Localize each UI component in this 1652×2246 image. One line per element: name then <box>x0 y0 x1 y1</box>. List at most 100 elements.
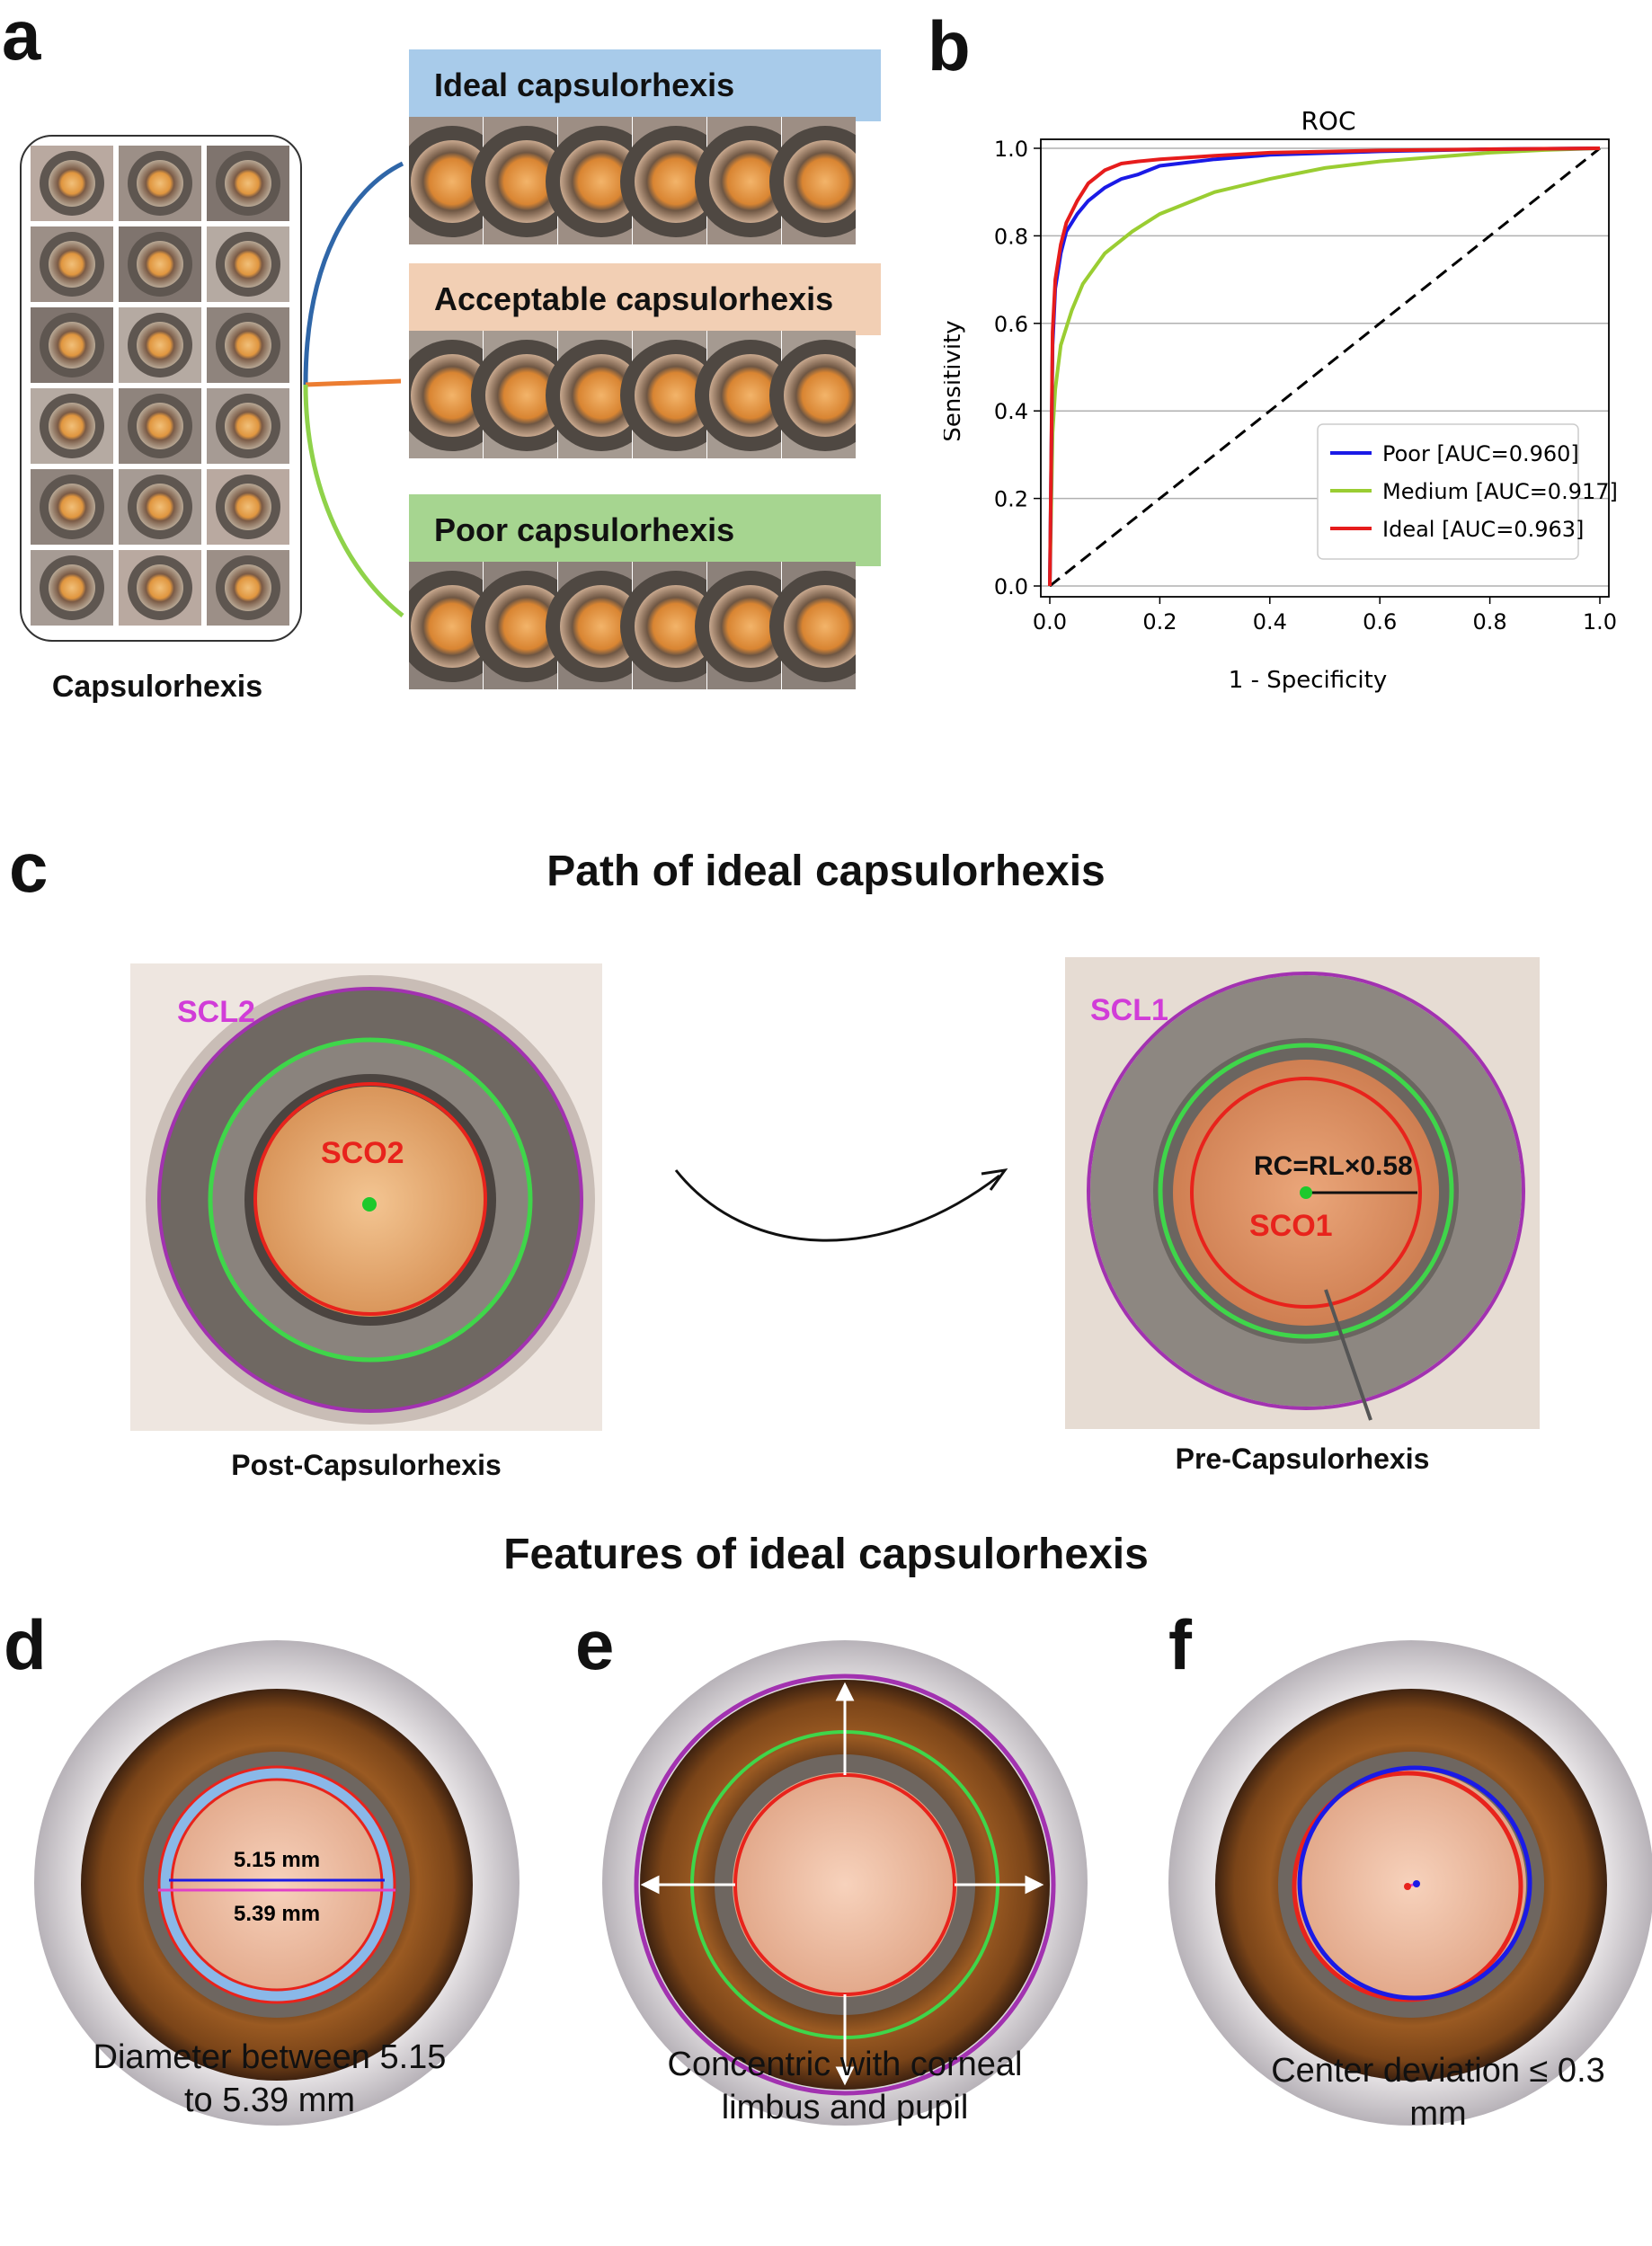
collection-thumbnail <box>119 146 201 221</box>
y-tick-label: 0.6 <box>994 312 1028 337</box>
center-dot-left <box>362 1197 377 1212</box>
label-formula: RC=RL×0.58 <box>1254 1151 1413 1181</box>
eye-diagram-f <box>1168 1640 1652 2126</box>
panel-letter-d: d <box>4 1605 47 1684</box>
collection-thumbnail <box>119 388 201 464</box>
scl1-circle <box>1087 972 1525 1410</box>
path-title: Path of ideal capsulorhexis <box>546 848 1106 895</box>
category-thumbnail <box>769 117 856 244</box>
ideal-banner: Ideal capsulorhexis <box>409 49 881 121</box>
collection-thumbnail <box>207 469 289 545</box>
label-outer-diameter: 5.39 mm <box>234 1902 320 1926</box>
legend-entry: Medium [AUC=0.917] <box>1382 479 1618 504</box>
panel-letter-c: c <box>9 828 49 907</box>
label-scl1: SCL1 <box>1090 993 1168 1027</box>
green-circle-left <box>208 1037 533 1363</box>
collection-label: Capsulorhexis <box>51 670 263 704</box>
panel-letter-f: f <box>1168 1605 1192 1684</box>
collection-thumbnail <box>31 307 113 383</box>
green-circle-right <box>1158 1043 1454 1339</box>
y-tick-label: 1.0 <box>994 137 1028 162</box>
x-tick-label: 0.8 <box>1473 609 1507 635</box>
collection-thumbnail <box>31 388 113 464</box>
x-tick-label: 1.0 <box>1583 609 1617 635</box>
caption-f-line2: mm <box>1409 2095 1467 2133</box>
capsulorhexis-collection <box>20 135 302 642</box>
red-center <box>1404 1883 1411 1890</box>
x-axis-label: 1 - Specificity <box>1229 667 1387 694</box>
collection-thumbnail <box>31 550 113 626</box>
inner-red-ring <box>170 1778 384 1992</box>
panel-letter-a: a <box>2 0 41 75</box>
collection-thumbnail <box>31 146 113 221</box>
caption-f-line1: Center deviation ≤ 0.3 <box>1271 2052 1605 2090</box>
limbus-circle <box>634 1673 1056 2096</box>
x-tick-label: 0.2 <box>1142 609 1177 635</box>
panel-letter-b: b <box>928 6 971 85</box>
collection-thumbnail <box>207 550 289 626</box>
series-line-2 <box>1048 146 1601 587</box>
y-tick-label: 0.4 <box>994 399 1028 424</box>
radial-arrows <box>640 1682 1044 2086</box>
plot-frame <box>1040 138 1610 598</box>
outer-red-ring <box>157 1765 396 2004</box>
sco2-circle <box>253 1082 487 1316</box>
x-tick-label: 0.0 <box>1033 609 1067 635</box>
label-inner-diameter: 5.15 mm <box>234 1848 320 1872</box>
y-tick-label: 0.0 <box>994 574 1028 599</box>
caption-e-line2: limbus and pupil <box>721 2089 969 2126</box>
y-tick-label: 0.2 <box>994 487 1028 512</box>
branch-ideal <box>303 161 404 386</box>
collection-thumbnail <box>207 226 289 302</box>
collection-thumbnail <box>119 469 201 545</box>
eye-diagram-e <box>602 1640 1088 2126</box>
category-thumbnails <box>409 117 856 689</box>
blue-center <box>1413 1880 1420 1887</box>
y-axis-label: Sensitivity <box>944 320 966 441</box>
scl2-circle <box>157 987 583 1413</box>
collection-thumbnail <box>207 388 289 464</box>
instrument <box>1324 1289 1372 1421</box>
sco1-circle <box>1190 1077 1422 1309</box>
label-sco1: SCO1 <box>1249 1209 1333 1243</box>
x-tick-label: 0.4 <box>1253 609 1287 635</box>
legend-entry: Poor [AUC=0.960] <box>1382 441 1579 466</box>
center-dot-right <box>1300 1186 1312 1199</box>
y-tick-label: 0.8 <box>994 224 1028 249</box>
post-capsulorhexis-image: SCL2 SCO2 <box>130 963 602 1431</box>
collection-thumbnail <box>119 550 201 626</box>
x-tick-label: 0.6 <box>1363 609 1397 635</box>
label-scl2: SCL2 <box>177 995 255 1029</box>
legend-box <box>1317 423 1579 560</box>
post-capsulorhexis-caption: Post-Capsulorhexis <box>231 1449 502 1481</box>
category-thumbnail <box>769 562 856 689</box>
eye-diagram-d: 5.15 mm 5.39 mm <box>34 1640 520 2126</box>
caption-d: Diameter between 5.15 to 5.39 mm <box>0 2036 539 2122</box>
caption-e: Concentric with corneal limbus and pupil <box>575 2043 1115 2129</box>
blue-ring <box>160 1768 394 2002</box>
pre-capsulorhexis-caption: Pre-Capsulorhexis <box>1175 1443 1430 1475</box>
collection-thumbnail <box>31 226 113 302</box>
collection-thumbnail <box>207 146 289 221</box>
panel-letter-e: e <box>575 1605 615 1684</box>
collection-thumbnail <box>119 307 201 383</box>
label-sco2: SCO2 <box>321 1136 404 1170</box>
collection-thumbnail <box>119 226 201 302</box>
chance-diagonal-line <box>1049 146 1601 588</box>
acceptable-banner: Acceptable capsulorhexis <box>409 263 881 335</box>
legend-entry: Ideal [AUC=0.963] <box>1382 517 1584 542</box>
poor-banner: Poor capsulorhexis <box>409 494 881 566</box>
category-thumbnail <box>409 562 508 689</box>
features-title: Features of ideal capsulorhexis <box>503 1531 1149 1578</box>
caption-d-line1: Diameter between 5.15 <box>93 2038 447 2076</box>
path-arrow <box>674 1167 1008 1242</box>
caption-f: Center deviation ≤ 0.3 mm <box>1168 2049 1652 2135</box>
pre-capsulorhexis-image: SCL1 SCO1 RC=RL×0.58 <box>1065 957 1540 1429</box>
branch-poor <box>303 384 404 617</box>
category-thumbnail <box>769 331 856 458</box>
collection-thumbnail <box>31 469 113 545</box>
caption-e-line1: Concentric with corneal <box>667 2046 1023 2083</box>
caption-d-line2: to 5.39 mm <box>183 2082 356 2119</box>
category-branches <box>303 161 404 617</box>
